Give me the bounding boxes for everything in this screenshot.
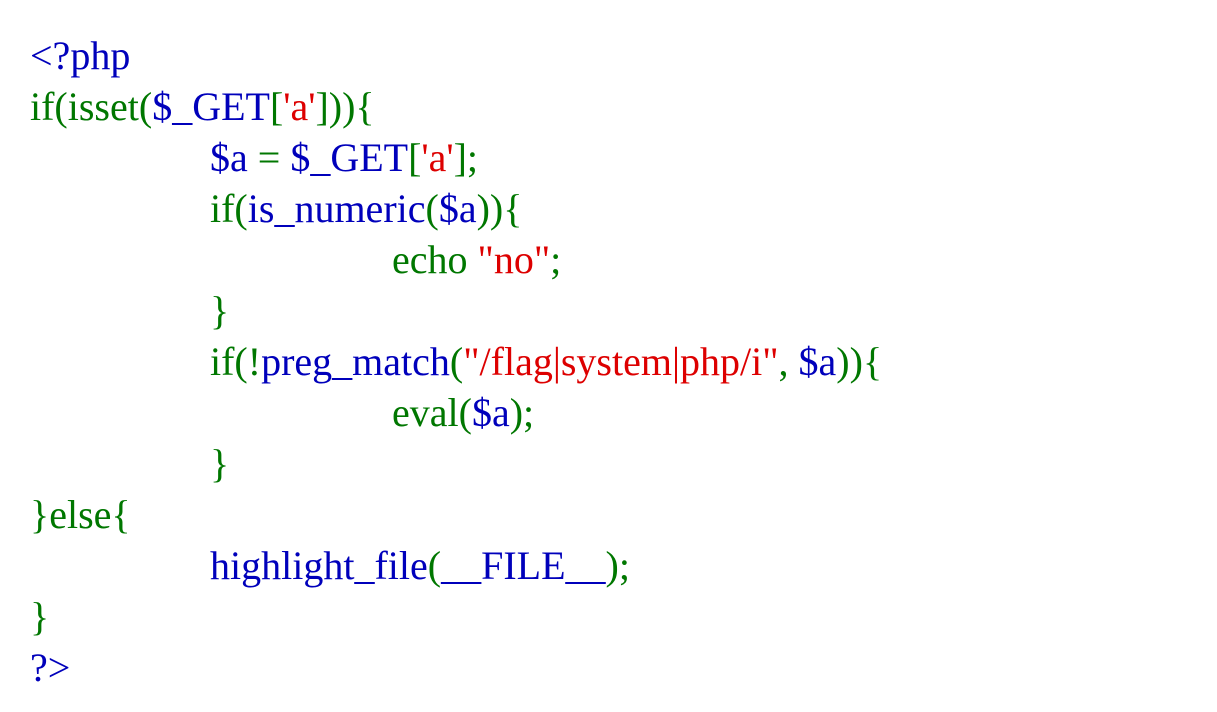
code-token-keyword: )){ bbox=[836, 339, 883, 384]
code-token-keyword: } bbox=[210, 441, 230, 486]
code-line: eval($a); bbox=[30, 387, 1210, 438]
code-token-keyword: if(! bbox=[210, 339, 262, 384]
code-token-keyword: ]; bbox=[453, 135, 479, 180]
code-line: } bbox=[30, 591, 1210, 642]
code-token-keyword: }else{ bbox=[30, 492, 131, 537]
code-token-default: preg_match bbox=[261, 339, 450, 384]
code-line: } bbox=[30, 285, 1210, 336]
code-token-keyword: ( bbox=[427, 543, 442, 588]
code-token-keyword: ); bbox=[509, 390, 535, 435]
code-token-default: $a bbox=[798, 339, 837, 384]
code-token-default: <?php bbox=[30, 33, 131, 78]
code-line: }else{ bbox=[30, 489, 1210, 540]
code-token-keyword: ); bbox=[605, 543, 630, 588]
code-line: ?> bbox=[30, 642, 1210, 693]
code-token-default: $_GET bbox=[290, 135, 409, 180]
code-token-default: $a bbox=[471, 390, 510, 435]
code-token-string: "no" bbox=[477, 237, 551, 282]
code-token-keyword: } bbox=[210, 288, 230, 333]
code-token-default: ?> bbox=[30, 645, 71, 690]
code-line: echo "no"; bbox=[30, 234, 1210, 285]
code-token-keyword: if(isset( bbox=[30, 84, 153, 129]
code-token-default: $a bbox=[210, 135, 258, 180]
code-token-default: $a bbox=[438, 186, 477, 231]
code-token-keyword: } bbox=[30, 594, 50, 639]
code-token-default: $_GET bbox=[152, 84, 270, 129]
code-token-string: 'a' bbox=[283, 84, 316, 129]
code-line: if(is_numeric($a)){ bbox=[30, 183, 1210, 234]
code-line: } bbox=[30, 438, 1210, 489]
code-line: if(!preg_match("/flag|system|php/i", $a)… bbox=[30, 336, 1210, 387]
code-token-keyword: = bbox=[257, 135, 291, 180]
code-line: if(isset($_GET['a'])){ bbox=[30, 81, 1210, 132]
code-token-string: "/flag|system|php/i" bbox=[463, 339, 779, 384]
code-token-default: is_numeric bbox=[247, 186, 426, 231]
code-token-keyword: if( bbox=[210, 186, 248, 231]
code-token-keyword: , bbox=[778, 339, 799, 384]
code-token-default: highlight_file bbox=[210, 543, 428, 588]
code-token-keyword: [ bbox=[408, 135, 422, 180]
code-token-string: 'a' bbox=[421, 135, 454, 180]
code-line: highlight_file(__FILE__); bbox=[30, 540, 1210, 591]
code-line: $a = $_GET['a']; bbox=[30, 132, 1210, 183]
code-token-keyword: [ bbox=[269, 84, 284, 129]
code-token-keyword: ( bbox=[425, 186, 439, 231]
code-token-keyword: )){ bbox=[476, 186, 523, 231]
code-token-keyword: echo bbox=[392, 237, 478, 282]
code-token-keyword: eval( bbox=[392, 390, 472, 435]
code-token-keyword: ])){ bbox=[315, 84, 375, 129]
code-token-default: __FILE__ bbox=[441, 543, 606, 588]
code-token-keyword: ( bbox=[449, 339, 464, 384]
code-token-keyword: ; bbox=[550, 237, 562, 282]
code-line: <?php bbox=[30, 30, 1210, 81]
